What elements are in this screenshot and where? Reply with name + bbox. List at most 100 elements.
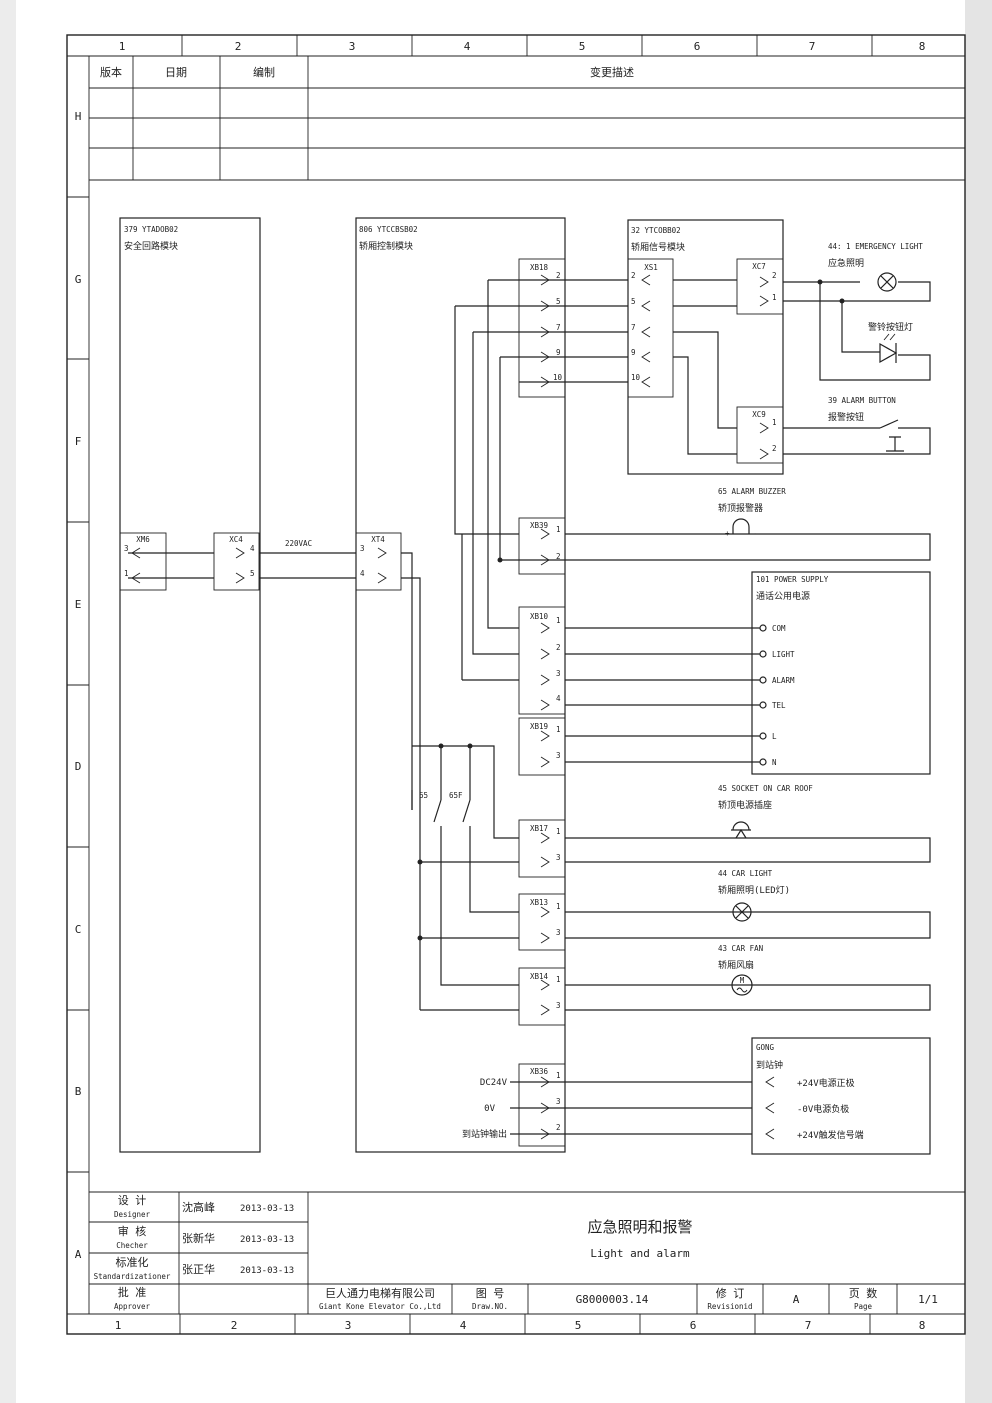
- pin-xm6-1: 1: [124, 569, 129, 578]
- rev-header-author: 编制: [253, 65, 275, 79]
- connector-boxes: XM6 XC4 XT4 XB18 XS1 XC7 XC9 XB39 XB10 X…: [119, 258, 784, 1147]
- car-signal-module-id: 32 YTCOBB02: [631, 226, 681, 235]
- company-en: Giant Kone Elevator Co.,Ltd: [319, 1302, 441, 1311]
- gong-output-labels: DC24V 0V 到站钟输出: [462, 1078, 508, 1140]
- page-label-cn: 页 数: [849, 1287, 878, 1300]
- wiring: [128, 279, 931, 1135]
- fan-motor-icon: M: [731, 974, 753, 996]
- emergency-light: 44: 1 EMERGENCY LIGHT 应急照明: [828, 242, 923, 292]
- pin-xs1-9: 9: [631, 348, 636, 357]
- pin-xb18-2: 2: [556, 271, 561, 280]
- row-label-f: F: [75, 435, 82, 448]
- switch-65f: 65F: [449, 791, 471, 823]
- top-col-7: 7: [809, 40, 816, 53]
- xb17-label: XB17: [530, 824, 548, 833]
- car-signal-module-name: 轿厢信号模块: [631, 241, 685, 253]
- bottom-col-3: 3: [345, 1319, 352, 1332]
- xm6-label: XM6: [136, 535, 150, 544]
- alarm-button-light: 警铃按钮灯: [868, 321, 913, 364]
- module-safety: 379 YTADOB02 安全回路模块: [119, 217, 261, 1153]
- connector-xc9: [736, 406, 784, 464]
- connector-arrows: [131, 274, 775, 1140]
- rev-header-version: 版本: [100, 65, 122, 79]
- xc4-label: XC4: [229, 535, 243, 544]
- bottom-col-4: 4: [460, 1319, 467, 1332]
- power-supply-id: 101 POWER SUPPLY: [756, 575, 829, 584]
- connector-xb39: [518, 517, 566, 575]
- row-label-c: C: [75, 923, 82, 936]
- pin-xb10-4: 4: [556, 694, 561, 703]
- scan-left-edge: [0, 0, 16, 1403]
- emergency-light-name: 应急照明: [828, 257, 864, 269]
- top-col-6: 6: [694, 40, 701, 53]
- emergency-light-id: 44: 1 EMERGENCY LIGHT: [828, 242, 923, 251]
- alarm-button-light-name: 警铃按钮灯: [868, 321, 913, 333]
- car-light-lamp-icon: [732, 902, 752, 922]
- gong-input-neg: -0V电源负极: [797, 1103, 849, 1115]
- pin-xb19-3: 3: [556, 751, 561, 760]
- bottom-col-7: 7: [805, 1319, 812, 1332]
- gong: GONG 到站钟 +24V电源正极 -0V电源负极 +24V触发信号端: [751, 1037, 931, 1155]
- lamp-icon: [877, 272, 897, 292]
- alarm-button-id: 39 ALARM BUTTON: [828, 396, 896, 405]
- approver-cn: 批 准: [118, 1285, 147, 1299]
- checker-date: 2013-03-13: [240, 1235, 294, 1245]
- voltage-220vac-label: 220VAC: [285, 539, 312, 548]
- xb13-label: XB13: [530, 898, 548, 907]
- page-value: 1/1: [918, 1293, 938, 1306]
- pin-xs1-7: 7: [631, 323, 636, 332]
- xs1-label: XS1: [644, 263, 658, 272]
- xt4-label: XT4: [371, 535, 385, 544]
- rev-header-description: 变更描述: [590, 65, 634, 79]
- svg-text:+: +: [725, 529, 730, 538]
- car-control-module-name: 轿厢控制模块: [359, 240, 413, 252]
- pin-xb36-1: 1: [556, 1071, 561, 1080]
- row-label-a: A: [75, 1248, 82, 1261]
- approver-en: Approver: [114, 1302, 151, 1311]
- gong-name: 到站钟: [756, 1059, 783, 1071]
- power-supply: 101 POWER SUPPLY 通话公用电源 COM LIGHT ALARM …: [751, 571, 931, 775]
- top-col-2: 2: [235, 40, 242, 53]
- pin-xs1-10: 10: [631, 373, 641, 382]
- gong-id: GONG: [756, 1043, 775, 1052]
- pin-xt4-3: 3: [360, 544, 365, 553]
- push-button-icon: [879, 419, 904, 452]
- xb36-label: XB36: [530, 1067, 549, 1076]
- revision-label-cn: 修 订: [716, 1286, 745, 1300]
- pin-xb36-2: 2: [556, 1123, 561, 1132]
- car-light: 44 CAR LIGHT 轿厢照明(LED灯): [718, 869, 790, 922]
- car-light-name: 轿厢照明(LED灯): [718, 884, 790, 896]
- car-fan: 43 CAR FAN 轿厢风扇 M: [718, 944, 763, 996]
- drawing-frame: [66, 34, 966, 1335]
- pin-xb18-9: 9: [556, 348, 561, 357]
- rev-header-date: 日期: [165, 66, 187, 79]
- top-col-8: 8: [919, 40, 926, 53]
- row-label-h: H: [75, 110, 82, 123]
- scan-right-edge: [965, 0, 992, 1403]
- ps-terminal-tel: TEL: [772, 701, 786, 710]
- standardizer-en: Standardizationer: [94, 1272, 171, 1281]
- connector-xs1: [627, 258, 674, 398]
- drawno-label-en: Draw.NO.: [472, 1302, 508, 1311]
- car-fan-name: 轿厢风扇: [718, 959, 754, 971]
- bottom-col-6: 6: [690, 1319, 697, 1332]
- grid-labels: 1 2 3 4 5 6 7 8 1 2 3 4 5 6 7 8 H G F E …: [75, 40, 926, 1332]
- standardizer-cn: 标准化: [116, 1255, 149, 1269]
- revision-table: 版本 日期 编制 变更描述: [89, 56, 965, 181]
- connector-xb13: [518, 893, 566, 951]
- top-col-4: 4: [464, 40, 471, 53]
- page-label-en: Page: [854, 1302, 873, 1311]
- checker-name: 张新华: [182, 1231, 215, 1245]
- power-supply-name: 通话公用电源: [756, 590, 810, 602]
- top-col-1: 1: [119, 40, 126, 53]
- top-col-5: 5: [579, 40, 586, 53]
- connector-xb14: [518, 967, 566, 1026]
- top-col-3: 3: [349, 40, 356, 53]
- alarm-button-name: 报警按钮: [828, 411, 864, 423]
- standardizer-name: 张正华: [182, 1262, 215, 1276]
- ps-terminal-com: COM: [772, 624, 786, 633]
- pin-xb19-1: 1: [556, 725, 561, 734]
- pin-xc4-5: 5: [250, 569, 255, 578]
- gong-out-signal: 到站钟输出: [462, 1128, 507, 1140]
